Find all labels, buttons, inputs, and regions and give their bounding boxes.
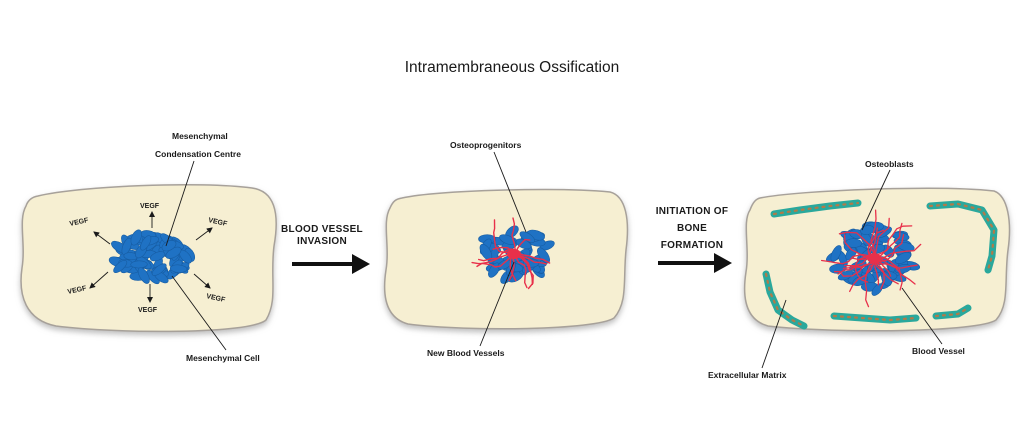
label-blood-vessel: Blood Vessel	[912, 346, 965, 356]
blood-vessel-branch	[877, 234, 905, 263]
label-mesenchymal: Mesenchymal	[172, 131, 228, 141]
leader-line-new-vessels	[479, 261, 515, 347]
blood-vessel-branch	[876, 261, 885, 290]
blood-vessel-branch	[511, 217, 518, 256]
vegf-label: VEGF	[140, 203, 160, 210]
vegf-label: VEGF	[138, 307, 158, 314]
vegf-arrow	[93, 231, 111, 245]
cell	[113, 260, 128, 273]
cell	[479, 243, 493, 261]
blood-vessel-branch	[870, 209, 877, 255]
blood-vessel-branch	[877, 255, 903, 291]
blood-vessel-branch	[877, 243, 922, 263]
cell	[499, 234, 516, 245]
arrow-head-1	[352, 254, 370, 274]
matrix-strand-granules	[934, 306, 970, 318]
leader-line-blood-vessel	[901, 287, 943, 345]
label-new-blood-vessels: New Blood Vessels	[427, 348, 505, 358]
step-label-formation: FORMATION	[661, 240, 724, 251]
cell	[140, 235, 152, 251]
step-arrow-2: INITIATION OF BONE FORMATION	[656, 206, 732, 273]
blood-vessel-network	[820, 209, 922, 308]
blood-vessel-branch	[849, 262, 875, 293]
blood-vessel-branch	[843, 234, 871, 262]
panel-mesenchymal-condensation: VEGF VEGF VEGF VEGF VEGF VEGF Mesenchymal Con…	[20, 131, 277, 363]
blood-vessel-branch	[471, 257, 510, 268]
vegf-label: VEGF	[69, 217, 90, 228]
vegf-label: VEGF	[208, 217, 229, 228]
tissue-panel-1	[20, 183, 277, 333]
blood-vessel-branch	[854, 255, 874, 283]
mesenchymal-cell-cluster	[108, 229, 196, 285]
panel-vascular-invasion: Osteoprogenitors New Blood Vessels	[383, 140, 629, 358]
cell	[169, 264, 188, 273]
vessel-core	[507, 249, 521, 259]
new-blood-vessels	[471, 217, 551, 290]
leader-line-mesenchymal-cell	[171, 275, 227, 351]
leader-line-osteoblasts	[861, 169, 891, 231]
blood-vessel-branch	[874, 258, 880, 286]
matrix-strand-granules	[832, 314, 918, 322]
cell	[830, 245, 842, 262]
blood-vessel-branch	[838, 231, 878, 259]
extracellular-matrix-strands	[762, 199, 998, 330]
leader-line-condensation	[165, 160, 195, 247]
vegf-arrows: VEGF VEGF VEGF VEGF VEGF VEGF	[67, 203, 228, 314]
step-label-bone: BONE	[677, 223, 707, 234]
cell	[161, 240, 177, 252]
panel-bone-formation: Osteoblasts Extracellular Matrix Blood V…	[708, 159, 1011, 380]
step-label-initiation-of: INITIATION OF	[656, 206, 729, 217]
cell	[121, 237, 132, 256]
vegf-arrow	[89, 271, 109, 289]
blood-vessel-branch	[864, 261, 879, 308]
diagram-title: Intramembraneous Ossification	[405, 59, 620, 76]
vegf-label: VEGF	[206, 293, 227, 304]
cell	[150, 251, 166, 262]
label-extracellular-matrix: Extracellular Matrix	[708, 370, 787, 380]
leader-line-extracellular-matrix	[761, 299, 787, 369]
blood-vessel-branch	[873, 222, 903, 259]
cell	[894, 252, 912, 264]
vessel-core	[867, 253, 881, 263]
step-arrow-1: BLOOD VESSEL INVASION	[281, 224, 370, 274]
matrix-strand-granules	[928, 202, 996, 272]
vegf-label: VEGF	[67, 285, 88, 296]
label-mesenchymal-cell: Mesenchymal Cell	[186, 353, 260, 363]
cell	[137, 267, 150, 284]
vegf-arrow	[195, 227, 213, 241]
blood-vessel-branch	[493, 219, 513, 254]
leader-line-osteoprogenitors	[493, 151, 527, 233]
cell	[871, 283, 884, 296]
matrix-strand	[762, 270, 808, 330]
blood-vessel-branch	[876, 225, 913, 260]
step-label-invasion: INVASION	[297, 236, 347, 247]
vegf-arrow	[193, 273, 211, 289]
label-osteoblasts: Osteoblasts	[865, 159, 914, 169]
blood-vessel-branch	[508, 254, 515, 282]
arrow-head-2	[714, 253, 732, 273]
cell	[130, 229, 143, 246]
matrix-strand-granules	[772, 201, 860, 216]
cell	[151, 263, 167, 276]
cell	[130, 260, 148, 269]
label-condensation-centre: Condensation Centre	[155, 149, 241, 159]
step-label-blood-vessel: BLOOD VESSEL	[281, 224, 363, 235]
label-osteoprogenitors: Osteoprogenitors	[450, 140, 522, 150]
